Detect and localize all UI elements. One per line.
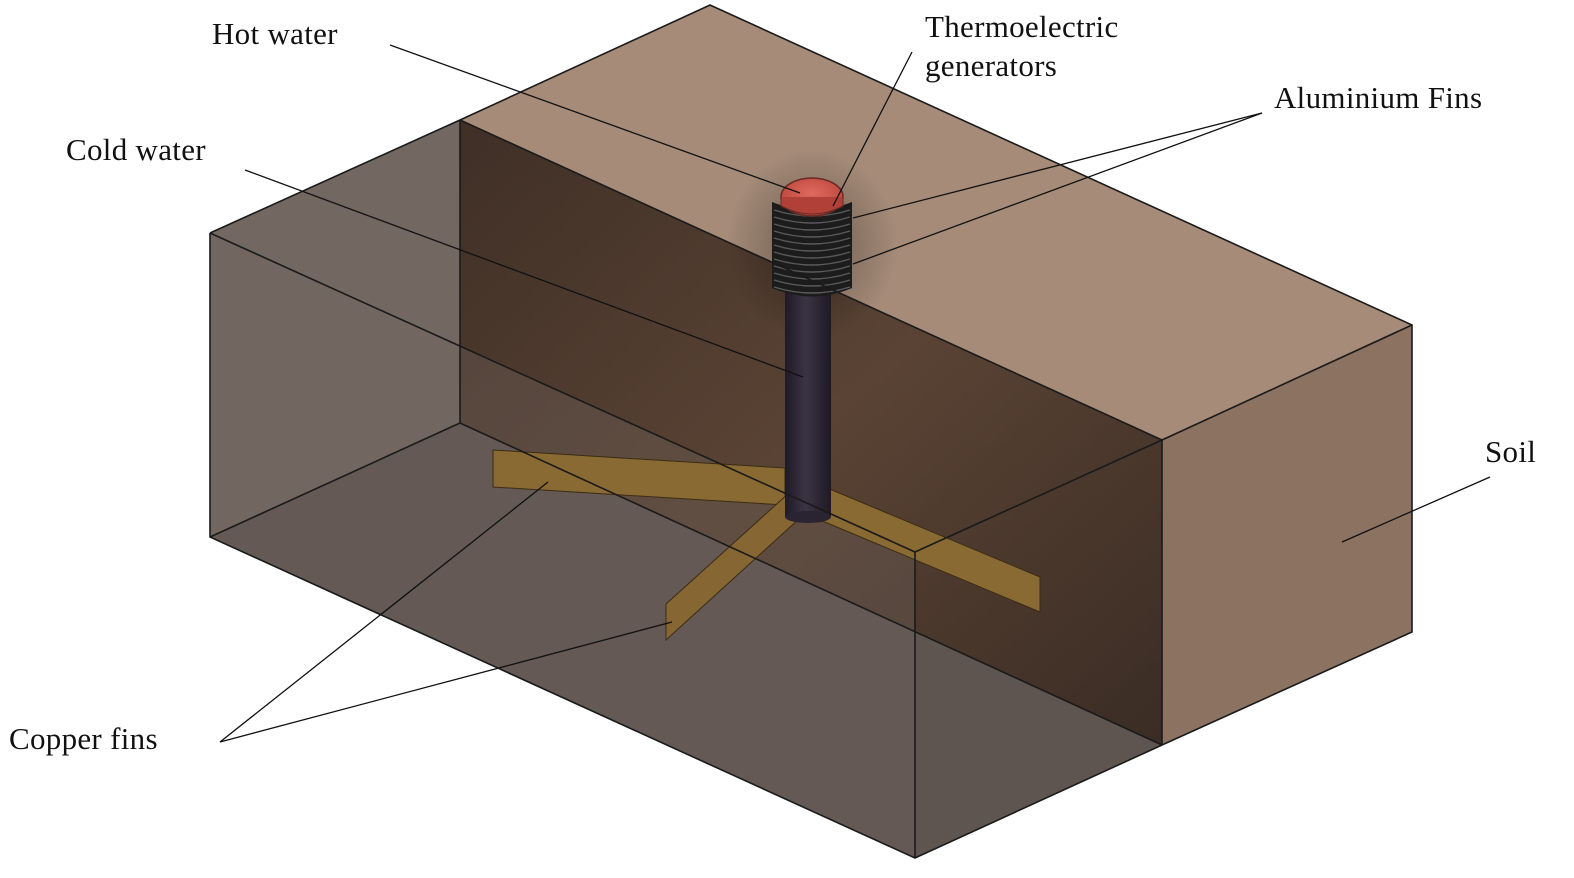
box-front-face xyxy=(210,233,915,858)
pipe xyxy=(785,285,831,523)
label-cold-water: Cold water xyxy=(66,132,206,167)
aluminium-fin-ridge xyxy=(773,223,851,231)
box-floor xyxy=(210,423,1162,858)
aluminium-fin-body xyxy=(772,202,852,297)
label-soil: Soil xyxy=(1485,434,1537,469)
aluminium-fin-ridge xyxy=(773,244,851,252)
aluminium-fin-ridge xyxy=(773,230,851,238)
box-left-face xyxy=(210,120,460,537)
leader-aluminium-1 xyxy=(852,112,1263,219)
aluminium-fin-ridge xyxy=(773,279,851,287)
label-copper-fins: Copper fins xyxy=(9,721,158,756)
leader-aluminium-2 xyxy=(852,112,1263,265)
box-edges xyxy=(209,4,1413,859)
leader-lines xyxy=(219,44,1491,743)
aluminium-fin-ridge xyxy=(773,265,851,273)
leader-copper-2 xyxy=(219,621,673,743)
aluminium-fin-ridge xyxy=(773,272,851,280)
leader-soil xyxy=(1341,476,1491,543)
soil-right-face xyxy=(1162,325,1412,745)
label-aluminium-fins: Aluminium Fins xyxy=(1274,80,1483,115)
label-hot-water: Hot water xyxy=(212,16,338,51)
leader-cold-water xyxy=(244,169,804,378)
leader-hot-water xyxy=(389,44,801,194)
label-thermoelectric-generators: Thermoelectric generators xyxy=(925,9,1119,83)
aluminium-fin-ridge xyxy=(773,251,851,259)
aluminium-fin-ridge xyxy=(773,286,851,294)
aluminium-fin-ridge xyxy=(773,258,851,266)
leader-teg xyxy=(832,51,913,207)
aluminium-fin-ridge xyxy=(773,216,851,224)
leader-copper-1 xyxy=(219,481,549,743)
aluminium-fin-ridge xyxy=(773,237,851,245)
soil-top-face xyxy=(460,5,1412,440)
aluminium-fin-stack xyxy=(772,202,852,297)
